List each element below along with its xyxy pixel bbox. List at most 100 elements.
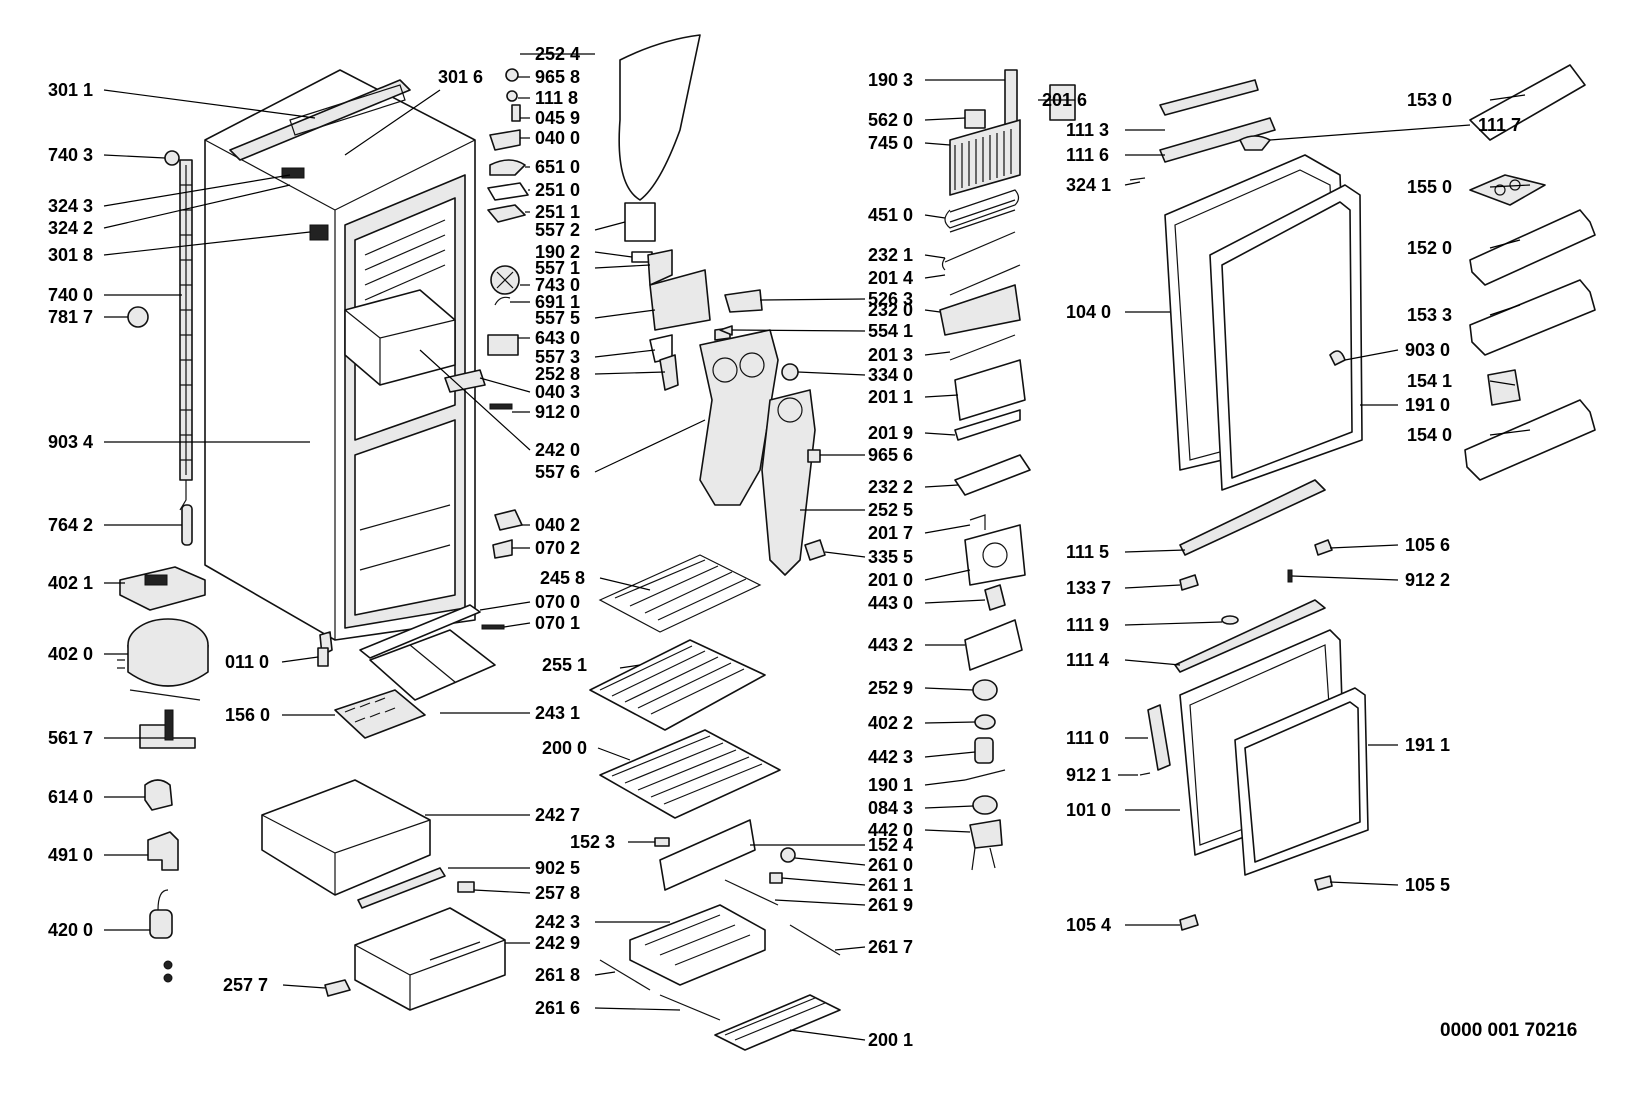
rod-part bbox=[481, 624, 505, 630]
egg-tray-part bbox=[334, 689, 426, 739]
hinge-bracket-part bbox=[494, 509, 523, 531]
deflector-part bbox=[954, 454, 1031, 496]
small-pin-part bbox=[654, 837, 670, 847]
motor-wires bbox=[971, 847, 996, 871]
control-knob-box-part bbox=[1049, 84, 1076, 121]
thermostat-box-part bbox=[647, 249, 673, 286]
shelf-front-part bbox=[659, 819, 756, 891]
part-label: 965 8 bbox=[535, 67, 580, 87]
badge-part bbox=[1239, 135, 1271, 151]
part-label: 557 5 bbox=[535, 308, 580, 328]
part-label: 491 0 bbox=[48, 845, 93, 865]
part-label: 442 3 bbox=[868, 747, 913, 767]
part-label: 651 0 bbox=[535, 157, 580, 177]
evaporator-part bbox=[949, 119, 1021, 196]
door-bottom-trim-part bbox=[1179, 479, 1326, 556]
part-label: 554 1 bbox=[868, 321, 913, 341]
strip-part bbox=[954, 409, 1021, 441]
lamp-cover-part bbox=[489, 159, 526, 176]
part-label: 252 5 bbox=[868, 500, 913, 520]
terminal-cover-part bbox=[147, 831, 179, 871]
clip-part bbox=[164, 150, 180, 166]
hinge-pin-c-part bbox=[1179, 914, 1199, 931]
pin-part bbox=[511, 104, 521, 122]
part-label: 252 9 bbox=[868, 678, 913, 698]
part-label: 232 2 bbox=[868, 477, 913, 497]
cap-part bbox=[1221, 615, 1239, 625]
lamp-part bbox=[659, 354, 679, 391]
knob-housing-part bbox=[624, 202, 656, 242]
part-label: 261 9 bbox=[868, 895, 913, 915]
small-cube-part bbox=[807, 449, 821, 463]
hinge-pin-b-part bbox=[1314, 875, 1333, 891]
freezer-door-gasket-part bbox=[1234, 687, 1369, 876]
bracket-small-part bbox=[492, 539, 513, 559]
part-label: 045 9 bbox=[535, 108, 580, 128]
capacitor-part bbox=[149, 909, 173, 939]
part-label: 070 2 bbox=[535, 538, 580, 558]
part-label: 200 0 bbox=[542, 738, 587, 758]
crisper-box-edges bbox=[344, 309, 456, 385]
small-bracket-a bbox=[457, 881, 475, 893]
part-label: 155 0 bbox=[1407, 177, 1452, 197]
part-labels: 301 1 740 3 324 3 324 2 301 8 740 0 781 … bbox=[48, 44, 1521, 1050]
leader-lines bbox=[103, 53, 1531, 1041]
compressor-cover-part bbox=[119, 566, 206, 611]
part-label: 201 3 bbox=[868, 345, 913, 365]
part-label: 557 2 bbox=[535, 220, 580, 240]
tray-part bbox=[939, 284, 1021, 336]
air-duct-part bbox=[618, 34, 701, 201]
slide-stop-part bbox=[769, 872, 783, 884]
connector-part bbox=[724, 289, 763, 313]
part-label: 152 3 bbox=[570, 832, 615, 852]
part-label: 301 8 bbox=[48, 245, 93, 265]
part-label: 111 7 bbox=[1478, 115, 1521, 135]
fan-housing-hole bbox=[982, 542, 1008, 568]
fan-housing-part bbox=[964, 524, 1026, 586]
part-label: 190 2 bbox=[535, 242, 580, 262]
part-label: 232 0 bbox=[868, 300, 913, 320]
relay-part bbox=[144, 779, 173, 811]
grommet-b bbox=[163, 973, 173, 983]
part-label: 301 6 bbox=[438, 67, 483, 87]
part-label: 011 0 bbox=[225, 652, 269, 672]
clip-medium-part bbox=[804, 539, 826, 561]
vegetable-drawer-large-part bbox=[261, 779, 431, 896]
part-label: 557 6 bbox=[535, 462, 580, 482]
crisper-box-part bbox=[344, 289, 456, 386]
hinge-cover-part bbox=[1179, 574, 1199, 591]
part-label: 070 1 bbox=[535, 613, 580, 633]
part-label: 443 0 bbox=[868, 593, 913, 613]
part-label: 084 3 bbox=[868, 798, 913, 818]
tube-a bbox=[944, 231, 1016, 263]
part-label: 562 0 bbox=[868, 110, 913, 130]
part-label: 443 2 bbox=[868, 635, 913, 655]
base-plate-detail bbox=[164, 709, 174, 741]
compressor-cover-detail bbox=[144, 574, 168, 586]
part-label: 111 8 bbox=[535, 88, 578, 108]
part-label: 557 3 bbox=[535, 347, 580, 367]
part-label: 451 0 bbox=[868, 205, 913, 225]
part-label: 201 9 bbox=[868, 423, 913, 443]
capacitor-wire bbox=[157, 889, 169, 911]
screw-long-part bbox=[489, 403, 513, 410]
part-label: 740 0 bbox=[48, 285, 93, 305]
part-label: 643 0 bbox=[535, 328, 580, 348]
bottle-stop-part bbox=[1487, 369, 1521, 406]
part-label: 200 1 bbox=[868, 1030, 913, 1050]
part-label: 561 7 bbox=[48, 728, 93, 748]
compressor-part bbox=[117, 618, 209, 701]
part-label: 201 4 bbox=[868, 268, 913, 288]
part-label: 111 5 bbox=[1066, 542, 1109, 562]
fan-blade-part bbox=[972, 679, 998, 701]
part-label: 261 6 bbox=[535, 998, 580, 1018]
part-label: 105 6 bbox=[1405, 535, 1450, 555]
part-label: 261 1 bbox=[868, 875, 913, 895]
condenser-part bbox=[179, 159, 193, 511]
part-label: 324 1 bbox=[1066, 175, 1111, 195]
part-label: 232 1 bbox=[868, 245, 913, 265]
tube-c bbox=[949, 334, 1016, 361]
part-label: 201 6 bbox=[1042, 90, 1087, 110]
thermostat-strip-part bbox=[1004, 69, 1018, 126]
